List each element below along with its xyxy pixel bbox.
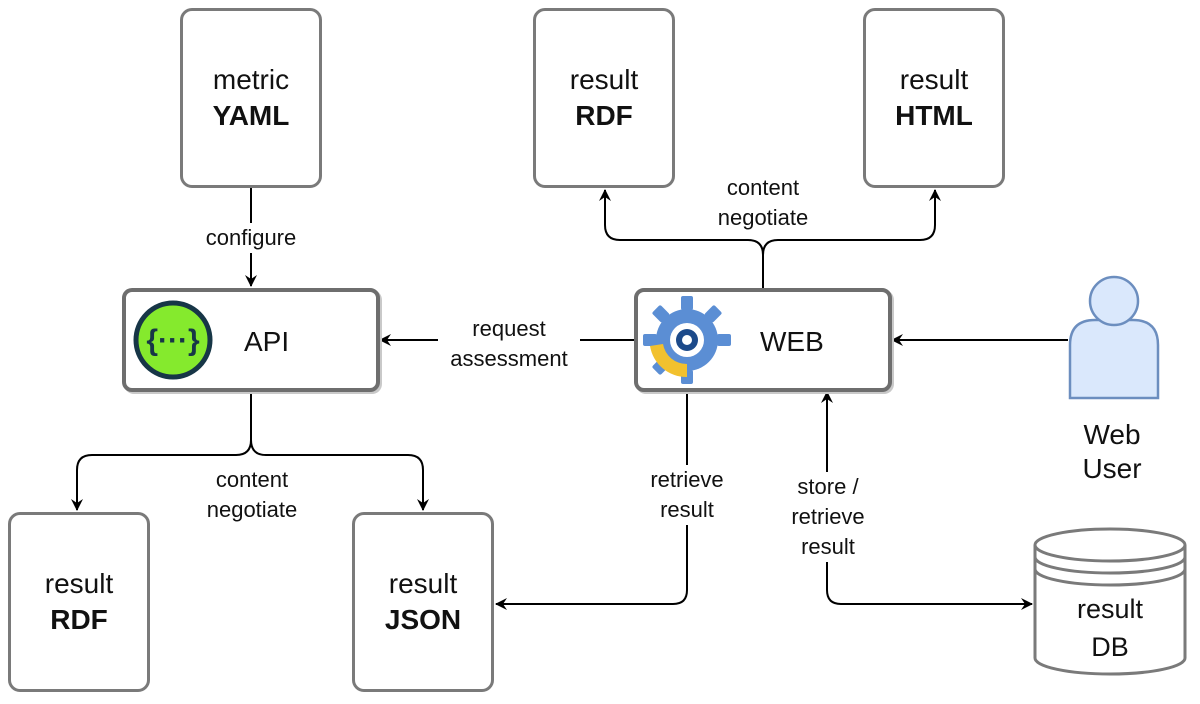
doc-web-result-rdf-line1: result <box>569 64 639 95</box>
web-label: WEB <box>760 326 824 357</box>
edge-api-to-rdf <box>71 390 252 511</box>
label-api-content-line2: negotiate <box>206 497 298 522</box>
web-user-icon <box>1068 275 1160 400</box>
web-user-line1: Web <box>1083 419 1141 450</box>
doc-api-result-json-line2: JSON <box>384 604 462 635</box>
doc-metric-yaml-line2: YAML <box>212 100 290 131</box>
result-db-line2: DB <box>1091 632 1129 662</box>
doc-api-result-rdf-line2: RDF <box>50 604 108 635</box>
doc-web-result-html-line1: result <box>899 64 969 95</box>
label-web-content-negotiate: content negotiate <box>707 173 819 233</box>
doc-web-result-html: result HTML <box>863 8 1005 188</box>
label-request-assessment: request assessment <box>438 314 580 374</box>
label-store-retrieve-result: store / retrieve result <box>788 472 868 562</box>
label-store-line2: retrieve <box>791 504 865 529</box>
web-user-label: Web User <box>1060 418 1164 486</box>
edge-retrieve-result <box>495 392 688 610</box>
label-store-line3: result <box>801 534 855 559</box>
result-db-line1: result <box>1076 594 1144 624</box>
label-web-content-line1: content <box>726 175 800 200</box>
doc-web-result-html-line2: HTML <box>895 100 973 131</box>
web-gear-icon <box>643 296 731 384</box>
web-user-line2: User <box>1082 453 1142 484</box>
edge-web-to-html <box>762 189 941 256</box>
label-api-content-line1: content <box>215 467 289 492</box>
api-icon-glyph: {···} <box>146 324 200 357</box>
label-api-content-negotiate: content negotiate <box>196 465 308 525</box>
label-retrieve-result: retrieve result <box>640 465 734 525</box>
label-web-content-line2: negotiate <box>717 205 809 230</box>
doc-web-result-rdf-line2: RDF <box>575 100 633 131</box>
doc-api-result-rdf-line1: result <box>44 568 114 599</box>
api-swagger-icon: {···} <box>133 300 213 380</box>
label-request-line1: request <box>472 316 546 341</box>
label-configure-text: configure <box>205 225 297 250</box>
label-retrieve-line2: result <box>660 497 714 522</box>
doc-api-result-json-line1: result <box>388 568 458 599</box>
api-component: {···} API <box>122 288 380 392</box>
result-db-label: result DB <box>1030 590 1190 666</box>
label-store-line1: store / <box>797 474 859 499</box>
label-configure: configure <box>196 223 306 253</box>
api-label: API <box>244 326 290 357</box>
label-retrieve-line1: retrieve <box>650 467 724 492</box>
doc-web-result-rdf: result RDF <box>533 8 675 188</box>
doc-metric-yaml-line1: metric <box>212 64 290 95</box>
db-cylinder-icon <box>1033 527 1187 676</box>
web-component: WEB <box>634 288 892 392</box>
edge-store-retrieve <box>826 392 1033 610</box>
doc-api-result-json: result JSON <box>352 512 494 692</box>
label-request-line2: assessment <box>450 346 568 371</box>
edge-web-to-rdf <box>599 189 764 288</box>
edge-api-to-json <box>250 439 429 511</box>
doc-api-result-rdf: result RDF <box>8 512 150 692</box>
doc-metric-yaml: metric YAML <box>180 8 322 188</box>
